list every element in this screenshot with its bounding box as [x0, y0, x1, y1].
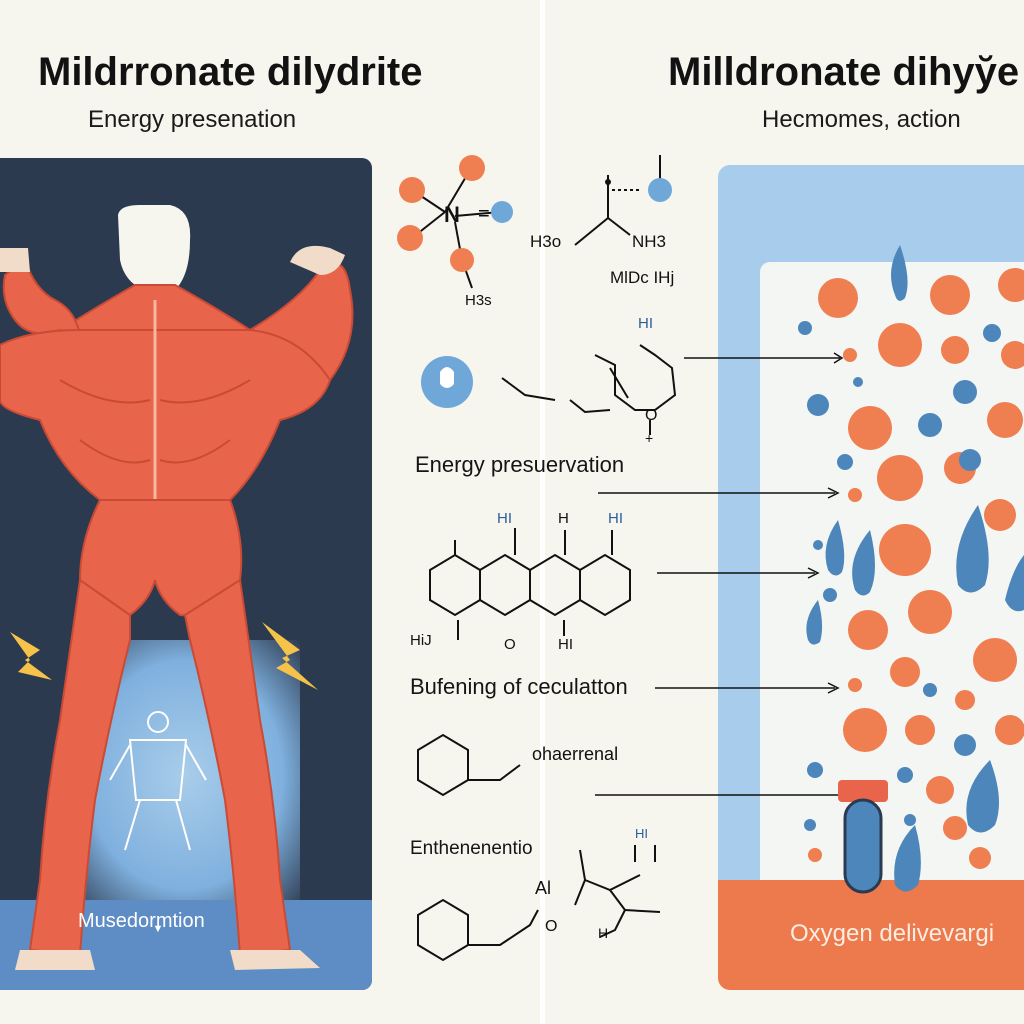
red-blood-cell: [926, 776, 954, 804]
red-blood-cell: [905, 715, 935, 745]
red-blood-cell: [843, 708, 887, 752]
mol4-h3: HI: [608, 510, 623, 527]
mol4-h1: HI: [497, 510, 512, 527]
left-hand: [0, 248, 30, 272]
water-drop-icon: [1005, 555, 1024, 612]
svg-text:+: +: [645, 430, 653, 446]
red-blood-cell: [930, 275, 970, 315]
svg-text:O: O: [645, 407, 657, 424]
label-buffering: Bufening of ceculatton: [410, 674, 628, 699]
molecule-6: [417, 845, 661, 962]
red-blood-cell: [818, 278, 858, 318]
nitrogen-atom: N: [444, 202, 460, 227]
water-drop-icon: [956, 505, 989, 593]
lightning-right-icon: [262, 622, 318, 690]
muscle-figure: ▼: [0, 205, 354, 970]
oxygen-band: [718, 880, 1024, 990]
label-ohaerrenal: ohaerrenal: [532, 744, 619, 764]
oxygen-molecule: [953, 380, 977, 404]
oxygen-molecule: [837, 454, 853, 470]
mol5-o: O: [545, 918, 558, 935]
left-subtitle: Energy presenation: [88, 106, 297, 133]
red-blood-cell: [877, 455, 923, 501]
molecule-2: [574, 155, 672, 246]
water-drop-icon: [894, 825, 921, 892]
red-blood-cell: [998, 268, 1024, 302]
label-energy-preservation: Energy presuervation: [415, 452, 625, 477]
oxygen-molecule: [983, 324, 1001, 342]
right-foot: [230, 950, 320, 970]
mol4-hi: HI: [558, 636, 573, 653]
oxygen-caption: Oxygen delivevargi: [790, 920, 995, 947]
label-enthenenentio: Enthenenentio: [410, 838, 533, 859]
test-tube-cap: [838, 780, 888, 802]
red-blood-cell: [878, 323, 922, 367]
mini-figure-icon: [109, 711, 207, 851]
red-blood-cell: [995, 715, 1024, 745]
svg-text:=: =: [478, 203, 490, 225]
left-foot: [15, 950, 95, 970]
oxygen-molecule: [954, 734, 976, 756]
mol4-o: O: [504, 636, 516, 653]
mol5-h: HI: [635, 826, 648, 841]
figure-caption: Musedormtion: [78, 910, 205, 932]
mol4-hy: HiJ: [410, 632, 432, 649]
red-blood-cell: [848, 610, 888, 650]
mol3-h: HI: [638, 315, 653, 332]
left-leg: [28, 578, 131, 957]
water-drop-icon: [806, 600, 823, 645]
water-drop-icon: [891, 245, 908, 301]
water-drop-icon: [966, 760, 999, 833]
test-tube-icon: [843, 798, 883, 894]
mol2-h3o: H3o: [530, 232, 562, 251]
panel-divider: [540, 0, 545, 1024]
red-blood-cell: [987, 402, 1023, 438]
red-blood-cell: [1001, 341, 1024, 369]
mol1-h3s: H3s: [465, 292, 492, 309]
oxygen-molecule: [918, 413, 942, 437]
right-subtitle: Hecmomes, action: [762, 106, 961, 133]
red-blood-cell: [879, 524, 931, 576]
mol4-h2: H: [558, 510, 569, 527]
head-silhouette: [118, 205, 191, 292]
red-blood-cell: [943, 816, 967, 840]
mol2-nh3: NH3: [632, 232, 667, 251]
mol2-formula: MlDc IHj: [610, 268, 675, 287]
left-title: Mildrronate dilydrite: [38, 50, 423, 94]
mol5-al: Al: [535, 878, 552, 898]
red-blood-cell: [908, 590, 952, 634]
lightning-left-icon: [10, 632, 52, 680]
oxygen-molecule: [807, 394, 829, 416]
right-fist: [290, 245, 345, 275]
molecule-3: [501, 344, 844, 435]
right-title: Milldronate dihyy̆e: [668, 50, 1020, 94]
cell-particles: [798, 245, 1024, 894]
molecule-4: [429, 528, 840, 796]
red-blood-cell: [848, 406, 892, 450]
water-drop-icon: [852, 530, 875, 596]
red-blood-cell: [984, 499, 1016, 531]
molecule-1: [397, 155, 513, 289]
oxygen-molecule: [959, 449, 981, 471]
molecule-5: [417, 733, 521, 797]
upper-back: [0, 329, 332, 501]
red-blood-cell: [890, 657, 920, 687]
mol5-hh: H: [598, 925, 609, 941]
red-blood-cell: [941, 336, 969, 364]
water-drop-icon: [825, 520, 845, 576]
svg-text:▼: ▼: [153, 923, 164, 935]
red-blood-cell: [973, 638, 1017, 682]
